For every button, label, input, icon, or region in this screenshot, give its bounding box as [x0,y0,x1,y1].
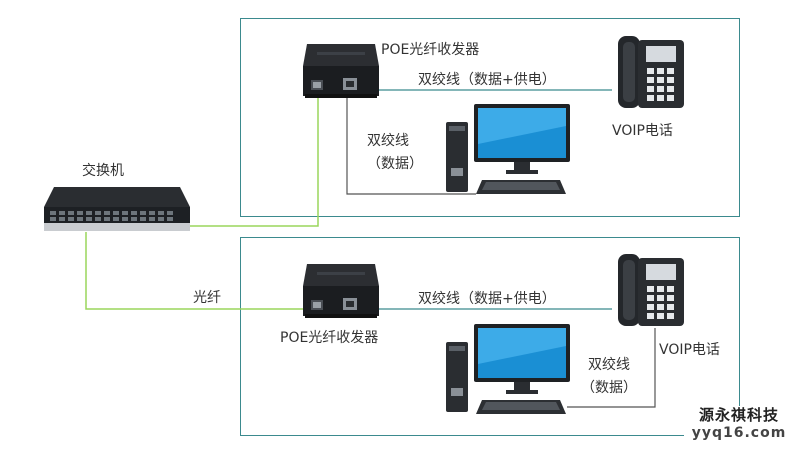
bottom-twisted-pair-data-label-line1: 双绞线 [588,357,630,373]
fiber-line-top [190,90,319,227]
top-twisted-pair-data-label-line1: 双绞线 [367,133,409,149]
bottom-twisted-pair-power-label: 双绞线（数据+供电） [418,291,556,307]
voip-phone-icon [612,250,688,332]
bottom-twisted-pair-data-label-line2: （数据） [581,380,637,396]
desktop-pc-icon [446,324,572,420]
desktop-pc-icon [446,104,572,200]
top-twisted-pair-power-label: 双绞线（数据+供电） [418,72,556,88]
top-phone-label: VOIP电话 [612,123,673,139]
switch-icon [40,185,192,239]
fiber-converter-icon [303,264,379,324]
bottom-phone-label: VOIP电话 [659,342,720,358]
fiber-label: 光纤 [193,290,221,306]
switch-label: 交换机 [82,163,124,179]
top-converter-label: POE光纤收发器 [381,42,480,58]
watermark: 源永祺科技 yyq16.com [684,406,794,446]
fiber-line-bottom [85,232,312,310]
voip-phone-icon [612,32,688,114]
fiber-converter-icon [303,44,379,104]
top-twisted-pair-data-label-line2: （数据） [367,156,423,172]
top-network-panel [240,18,740,217]
watermark-brand: 源永祺科技 [698,406,779,424]
bottom-network-panel [240,237,740,436]
watermark-url: yyq16.com [691,425,787,441]
data-line-top [346,92,476,195]
data-line-bottom [567,315,656,408]
bottom-converter-label: POE光纤收发器 [280,330,379,346]
